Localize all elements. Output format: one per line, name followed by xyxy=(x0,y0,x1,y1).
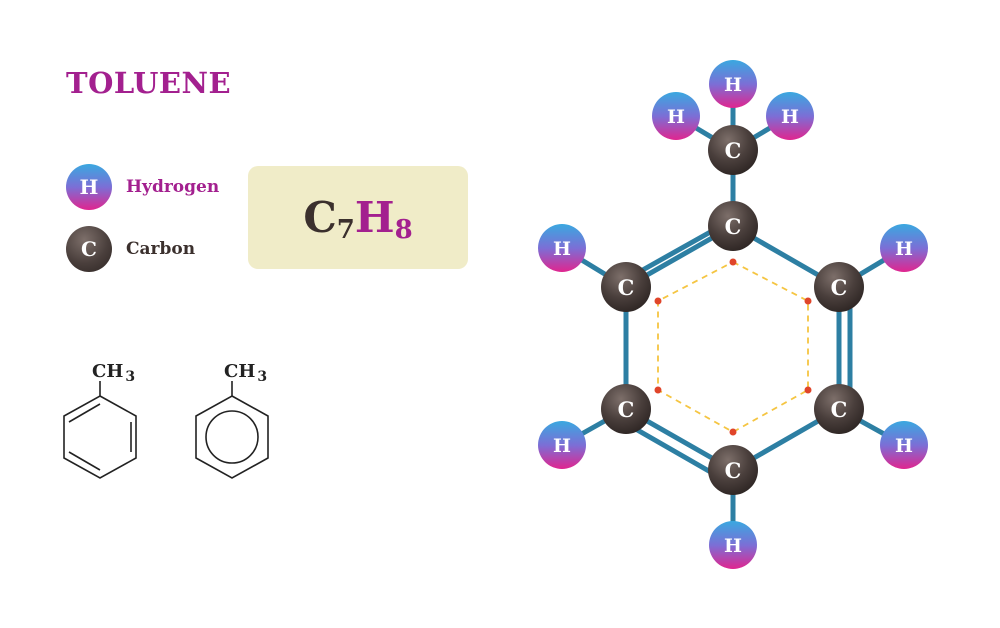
bond-ring-6-double xyxy=(629,223,724,279)
carbon-atom: C xyxy=(601,384,651,434)
carbon-atom: C xyxy=(814,384,864,434)
hydrogen-atom: H xyxy=(538,421,586,469)
aromatic-dot xyxy=(654,386,662,394)
aromatic-dot xyxy=(654,297,662,305)
aromatic-dot xyxy=(729,258,737,266)
formula-carbon: C xyxy=(303,193,337,242)
carbon-atom: C xyxy=(708,201,758,251)
formula-carbon-count: 7 xyxy=(336,214,355,245)
aromatic-dot xyxy=(729,428,737,436)
svg-text:H: H xyxy=(553,238,571,260)
hydrogen-atom-icon: H xyxy=(66,164,112,210)
aromatic-dot xyxy=(804,386,812,394)
kekule-double-bond-3 xyxy=(68,451,101,471)
svg-text:C: C xyxy=(618,275,635,300)
kekule-double-bond-2 xyxy=(68,403,101,423)
aromatic-dot xyxy=(804,297,812,305)
svg-text:C: C xyxy=(831,275,848,300)
svg-text:C: C xyxy=(618,397,635,422)
circle-ring xyxy=(195,395,269,479)
hydrogen-atom: H xyxy=(709,60,757,108)
svg-text:H: H xyxy=(895,435,913,457)
hydrogen-atom: H xyxy=(709,521,757,569)
skeletal-structure-kekule xyxy=(63,381,137,479)
aromatic-dots xyxy=(654,258,812,436)
aromatic-circle xyxy=(205,410,259,464)
svg-text:H: H xyxy=(724,74,742,96)
legend-hydrogen-label: Hydrogen xyxy=(126,177,220,197)
svg-text:H: H xyxy=(667,106,685,128)
formula-hydrogen: H xyxy=(354,193,395,242)
skeletal-structure-circle xyxy=(195,381,269,479)
svg-text:C: C xyxy=(725,138,742,163)
carbon-atom: C xyxy=(814,262,864,312)
svg-text:C: C xyxy=(725,214,742,239)
aromatic-ring-dashed xyxy=(657,260,809,434)
legend-carbon: C Carbon xyxy=(66,226,195,272)
carbon-atom-icon: C xyxy=(66,226,112,272)
hydrogen-atom: H xyxy=(880,421,928,469)
svg-text:H: H xyxy=(553,435,571,457)
hydrogen-atom: H xyxy=(880,224,928,272)
carbon-atom: C xyxy=(601,262,651,312)
formula-hydrogen-count: 8 xyxy=(394,214,413,245)
legend-hydrogen: H Hydrogen xyxy=(66,164,219,210)
kekule-ring xyxy=(63,395,137,479)
svg-text:H: H xyxy=(724,535,742,557)
svg-text:C: C xyxy=(831,397,848,422)
hydrogen-atom: H xyxy=(652,92,700,140)
carbon-atom: C xyxy=(708,125,758,175)
svg-text:C: C xyxy=(725,458,742,483)
hydrogen-atom: H xyxy=(538,224,586,272)
legend-carbon-label: Carbon xyxy=(126,239,196,259)
hydrogen-atom: H xyxy=(766,92,814,140)
svg-text:H: H xyxy=(781,106,799,128)
carbon-atom: C xyxy=(708,445,758,495)
svg-text:H: H xyxy=(895,238,913,260)
page-title: TOLUENE xyxy=(66,66,232,100)
